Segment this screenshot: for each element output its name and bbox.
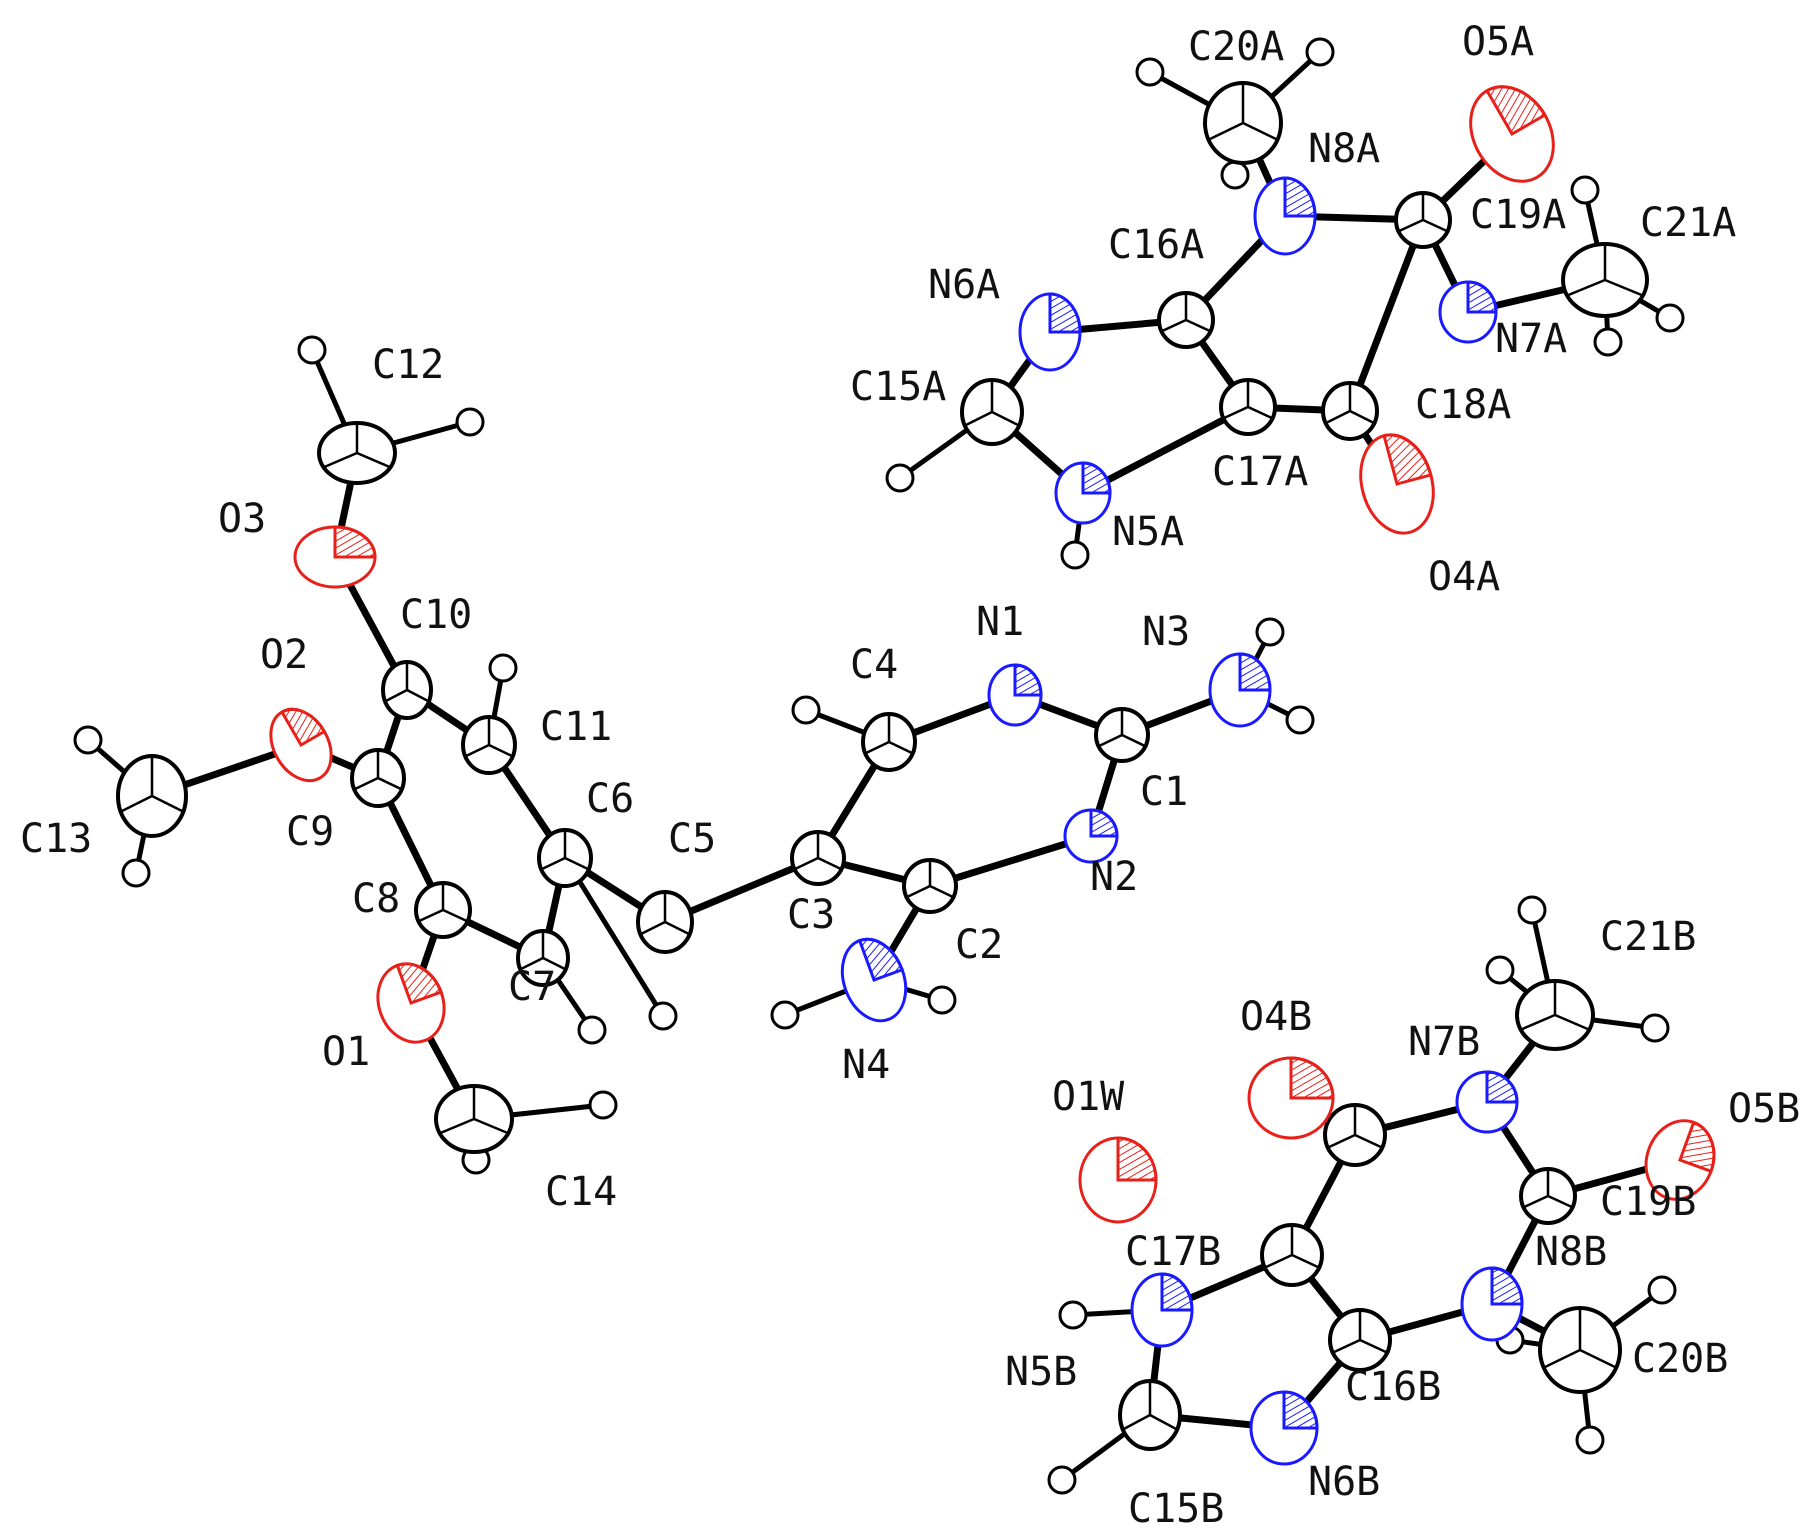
label-n2: N2: [1090, 854, 1138, 900]
label-c16b: C16B: [1345, 1364, 1441, 1410]
label-c10: C10: [400, 592, 472, 638]
label-c13: C13: [20, 816, 92, 862]
label-o4a: O4A: [1428, 554, 1500, 600]
label-c12: C12: [372, 342, 444, 388]
label-c20a: C20A: [1188, 24, 1284, 70]
oxygen-atoms: [269, 85, 1716, 1224]
label-o1: O1: [322, 1029, 370, 1075]
label-n5b: N5B: [1005, 1349, 1077, 1395]
label-o5b: O5B: [1728, 1086, 1800, 1132]
label-c16a: C16A: [1108, 222, 1204, 268]
label-c14: C14: [545, 1169, 617, 1215]
label-n7a: N7A: [1495, 316, 1567, 362]
atom-labels: C12 O3 C10 O2 C11 C13 C9 C6 C5 C8 C7 O1 …: [20, 19, 1800, 1532]
label-c1: C1: [1140, 769, 1188, 815]
label-n8a: N8A: [1308, 126, 1380, 172]
label-n6b: N6B: [1308, 1459, 1380, 1505]
label-c6: C6: [586, 776, 634, 822]
label-c19b: C19B: [1600, 1179, 1696, 1225]
label-c15a: C15A: [850, 364, 946, 410]
label-c17a: C17A: [1212, 449, 1308, 495]
label-n7b: N7B: [1408, 1019, 1480, 1065]
label-c18a: C18A: [1415, 382, 1511, 428]
label-c21b: C21B: [1600, 914, 1696, 960]
label-o1w: O1W: [1052, 1074, 1125, 1120]
label-c20b: C20B: [1632, 1336, 1728, 1382]
label-c17b: C17B: [1125, 1229, 1221, 1275]
label-o4b: O4B: [1240, 994, 1312, 1040]
label-o5a: O5A: [1462, 19, 1534, 65]
label-c5: C5: [668, 816, 716, 862]
label-c19a: C19A: [1470, 192, 1566, 238]
label-n3: N3: [1142, 609, 1190, 655]
label-n1: N1: [976, 599, 1024, 645]
label-c7: C7: [508, 964, 556, 1010]
label-c21a: C21A: [1640, 200, 1736, 246]
label-n5a: N5A: [1112, 509, 1184, 555]
label-n6a: N6A: [928, 262, 1000, 308]
label-c11: C11: [540, 704, 612, 750]
label-n8b: N8B: [1535, 1229, 1607, 1275]
label-o2: O2: [260, 632, 308, 678]
label-n4: N4: [842, 1042, 890, 1088]
carbon-octants: [119, 83, 1645, 1432]
label-c4: C4: [850, 642, 898, 688]
label-o3: O3: [218, 496, 266, 542]
label-c2: C2: [955, 922, 1003, 968]
label-c3: C3: [787, 892, 835, 938]
nitrogen-atoms: [840, 176, 1524, 1466]
hydrogen-atoms: [73, 37, 1685, 1495]
label-c8: C8: [352, 876, 400, 922]
label-c15b: C15B: [1128, 1486, 1224, 1532]
label-c9: C9: [286, 809, 334, 855]
